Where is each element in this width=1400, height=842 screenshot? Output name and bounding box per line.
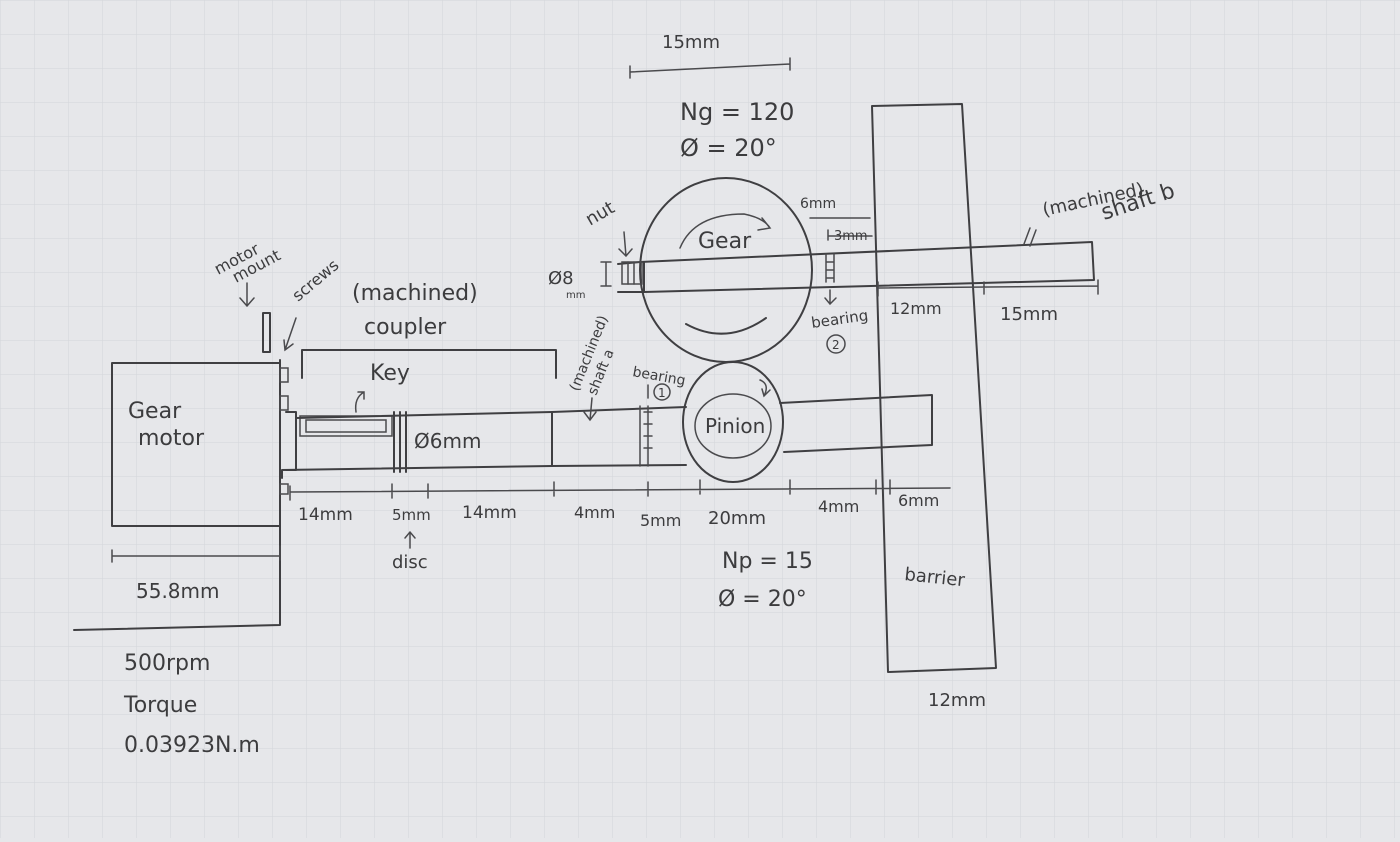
gear-motor-label-line1: Gear (128, 399, 182, 424)
key (305, 419, 387, 433)
coupler-label-line1: (machined) (352, 281, 478, 306)
dimensions: 15mm 6mm 3mm 12mm 15mm 14mm 5mm 14mm 4mm… (111, 32, 1099, 603)
dim-motor-length: 55.8mm (136, 579, 220, 603)
gear-motor-label-line2: motor (138, 426, 205, 451)
nut-diameter-marker (600, 261, 612, 287)
pinion-teeth: Np = 15 (722, 549, 813, 574)
dim-right-15mm: 15mm (1000, 304, 1058, 325)
barrier-width-label: 12mm (928, 690, 986, 711)
dim-4mm-a: 4mm (574, 503, 615, 522)
coupler-label-line2: coupler (364, 315, 447, 340)
disc (393, 411, 407, 473)
nut (621, 261, 643, 285)
shaft-a-arrow (583, 397, 597, 422)
dim-4mm-b: 4mm (818, 497, 859, 516)
bearing1-number-circle (653, 383, 671, 401)
dim-gear-6mm: 6mm (800, 196, 836, 212)
bearing2-number-circle (826, 334, 846, 354)
coupler-bracket (301, 349, 557, 379)
spec-torque-value: 0.03923N.m (124, 733, 260, 758)
coupler: (machined) coupler Key (285, 281, 557, 471)
barrier: barrier 12mm (871, 103, 997, 711)
key-label: Key (370, 361, 410, 386)
bearing2-number: 2 (832, 338, 840, 352)
dim-gear-3mm: 3mm (834, 229, 868, 244)
dim-6mm: 6mm (898, 491, 939, 510)
spec-torque-label: Torque (123, 693, 197, 718)
motor-specs: 500rpm Torque 0.03923N.m (123, 651, 260, 758)
shaft-diameter-label: Ø6mm (414, 429, 481, 453)
key-arrow (354, 391, 365, 413)
dim-20mm: 20mm (708, 508, 766, 529)
gear-label: Gear (698, 229, 752, 254)
nut-diameter-label-line2: mm (566, 290, 585, 301)
spec-speed: 500rpm (124, 651, 210, 676)
bearing2 (825, 253, 835, 283)
gear-motor: Gear motor (111, 362, 281, 527)
disc-arrow (404, 530, 416, 549)
bearing1-number: 1 (658, 386, 666, 400)
pinion-label: Pinion (705, 414, 765, 438)
nut-diameter-label-line1: Ø8 (548, 268, 574, 289)
bearing2-arrow (824, 289, 837, 306)
gear: Gear Ng = 120 Ø = 20° (639, 98, 813, 363)
screws-arrow (283, 317, 297, 352)
dim-5mm-b: 5mm (640, 511, 681, 530)
dim-14mm-a: 14mm (298, 505, 353, 525)
dim-14mm-b: 14mm (462, 503, 517, 523)
dim-5mm-a: 5mm (392, 506, 431, 524)
gear-pressure-angle: Ø = 20° (680, 134, 777, 162)
disc-label: disc (392, 552, 428, 573)
dim-top-15mm: 15mm (662, 32, 720, 53)
pinion-pressure-angle: Ø = 20° (718, 587, 807, 612)
motor-mount-arrow (239, 282, 255, 308)
pinion: Pinion Np = 15 Ø = 20° (682, 361, 813, 612)
dim-right-12mm: 12mm (890, 299, 942, 318)
gear-teeth: Ng = 120 (680, 98, 794, 126)
nut-arrow (618, 231, 633, 258)
